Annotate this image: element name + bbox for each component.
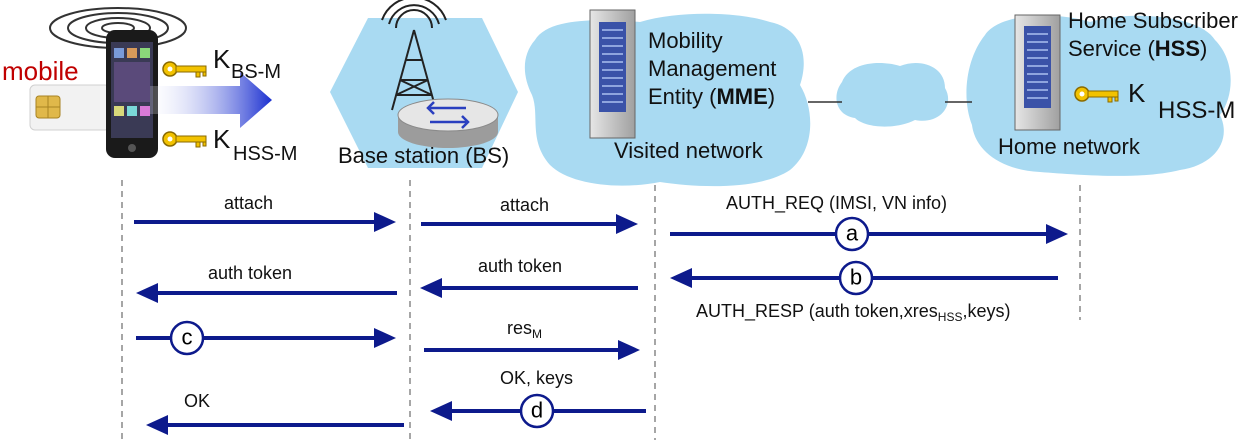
key-hss-m-sub: HSS-M xyxy=(233,143,297,165)
label-auth-req: AUTH_REQ (IMSI, VN info) xyxy=(726,193,947,214)
svg-text:d: d xyxy=(531,398,543,423)
base-station-label: Base station (BS) xyxy=(338,143,509,168)
radio-beam-arrow xyxy=(150,72,272,128)
arrow-attach-bs-mme xyxy=(421,214,638,234)
label-ok: OK xyxy=(184,391,210,411)
arrow-res-bs-mme xyxy=(424,340,640,360)
visited-network-label: Visited network xyxy=(614,138,764,163)
server-icon xyxy=(1014,14,1061,131)
mobile-label: mobile xyxy=(2,56,79,86)
mme-label-line1: Mobility xyxy=(648,28,723,53)
arrow-auth-token-mme-bs xyxy=(420,278,638,298)
home-network-label: Home network xyxy=(998,134,1141,159)
arrow-attach-mobile-bs xyxy=(134,212,396,232)
arrow-auth-token-bs-mobile xyxy=(136,283,397,303)
key-icon xyxy=(162,61,207,78)
key-hss-m-main: K xyxy=(213,124,231,154)
key-bs-m-sub: BS-M xyxy=(231,61,281,83)
step-a-circle: a xyxy=(834,216,870,252)
transit-cloud xyxy=(836,62,949,127)
hss-key-main: K xyxy=(1128,78,1146,108)
router-icon xyxy=(397,98,499,148)
hss-label-line1: Home Subscriber xyxy=(1068,8,1238,33)
label-ok-keys: OK, keys xyxy=(500,368,573,388)
svg-text:c: c xyxy=(182,325,193,350)
arrow-ok-bs-mobile xyxy=(146,415,404,435)
step-b-circle: b xyxy=(838,260,874,296)
key-icon xyxy=(162,131,207,148)
cell-tower-icon xyxy=(381,0,447,111)
label-auth-resp: AUTH_RESP (auth token,xresHSS,keys) xyxy=(696,301,1010,324)
label-auth-token-2: auth token xyxy=(478,256,562,276)
hss-label-line2: Service (HSS) xyxy=(1068,36,1207,61)
svg-text:a: a xyxy=(846,221,859,246)
hss-key-sub: HSS-M xyxy=(1158,97,1235,124)
mme-label-line3: Entity (MME) xyxy=(648,84,775,109)
label-attach-1: attach xyxy=(224,193,273,213)
phone-icon xyxy=(106,30,158,158)
step-c-circle: c xyxy=(169,320,205,356)
step-d-circle: d xyxy=(519,393,555,429)
server-icon xyxy=(589,9,636,139)
key-icon xyxy=(1074,86,1119,103)
mme-label-line2: Management xyxy=(648,56,776,81)
lifelines xyxy=(121,180,1081,440)
label-attach-2: attach xyxy=(500,195,549,215)
key-bs-m-main: K xyxy=(213,44,231,74)
sim-card-icon xyxy=(29,84,111,131)
label-res-m: resM xyxy=(507,318,542,341)
svg-text:b: b xyxy=(850,265,862,290)
label-auth-token-1: auth token xyxy=(208,263,292,283)
